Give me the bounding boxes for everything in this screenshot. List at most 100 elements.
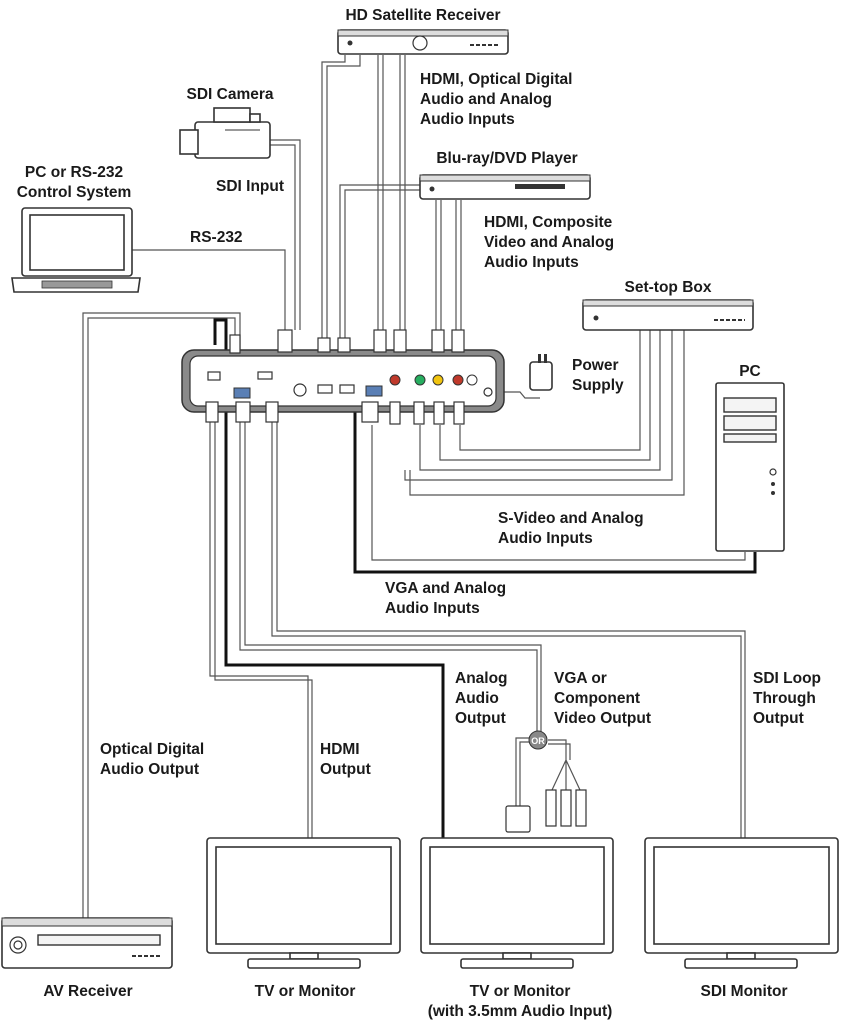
plug-bottom-1: [205, 401, 219, 423]
plug-bottom-5: [389, 401, 401, 425]
label-vga-inputs-2: Audio Inputs: [385, 600, 480, 617]
label-sdi-loop-2: Through: [753, 690, 816, 707]
wire-optical-1: [87, 317, 236, 918]
laptop-device: [11, 207, 141, 293]
label-tv-monitor-2-2: (with 3.5mm Audio Input): [428, 1003, 613, 1020]
label-tv-monitor-2-1: TV or Monitor: [470, 983, 571, 1000]
port-hdmi-out: [257, 371, 273, 380]
label-power-2: Supply: [572, 377, 624, 394]
port-rca-red-2: [452, 374, 464, 386]
label-sat-inputs-3: Audio Inputs: [420, 111, 515, 128]
wire-settop-1: [459, 330, 641, 451]
vga-plug-end: [505, 805, 531, 833]
label-hdmi-out-1: HDMI: [320, 741, 360, 758]
label-vga-component-out-2: Component: [554, 690, 640, 707]
label-svideo-2: Audio Inputs: [498, 530, 593, 547]
wire-power: [495, 391, 540, 399]
sdi-camera-device: [179, 107, 271, 159]
plug-top-5: [373, 329, 387, 353]
port-hdmi-in: [339, 384, 355, 394]
plug-top-8: [451, 329, 465, 353]
label-pc-rs232-1: PC or RS-232: [25, 164, 123, 181]
tv-monitor-1-device: [206, 837, 401, 969]
wiring: [82, 55, 757, 918]
wire-bluray-2: [339, 184, 420, 345]
wire-or-split-left: [515, 737, 530, 808]
plug-top-3: [317, 337, 331, 353]
label-optical-out-2: Audio Output: [100, 761, 199, 778]
wire-satellite-1: [321, 55, 346, 345]
satellite-receiver-device: [337, 29, 509, 55]
label-bluray-inputs-3: Audio Inputs: [484, 254, 579, 271]
port-sdi-1: [293, 383, 307, 397]
port-rs232: [317, 384, 333, 394]
component-plug-1: [545, 789, 557, 827]
av-receiver-device: [1, 917, 173, 969]
label-settop-box: Set-top Box: [625, 279, 712, 296]
port-vga-out: [233, 387, 251, 399]
component-plug-2: [560, 789, 572, 827]
label-pc: PC: [739, 363, 761, 380]
or-badge-label: OR: [531, 736, 545, 746]
plug-top-1: [229, 334, 241, 354]
label-power-1: Power: [572, 357, 619, 374]
wire-settop-2: [439, 330, 651, 461]
label-svideo-1: S-Video and Analog: [498, 510, 644, 527]
label-optical-out-1: Optical Digital: [100, 741, 204, 758]
label-sdi-monitor: SDI Monitor: [701, 983, 788, 1000]
plug-top-4: [337, 337, 351, 353]
label-analog-audio-out-3: Output: [455, 710, 506, 727]
port-rca-yellow: [432, 374, 444, 386]
label-rs232: RS-232: [190, 229, 243, 246]
wire-settop-4: [404, 330, 673, 481]
label-sat-inputs-2: Audio and Analog: [420, 91, 552, 108]
or-split-connector: OR: [505, 730, 587, 833]
wire-vga-out-1: [239, 420, 538, 732]
wire-pc-vga: [353, 405, 757, 574]
wire-sdi-camera: [268, 139, 301, 330]
plug-bottom-3: [265, 401, 279, 423]
power-adapter-device: [529, 354, 553, 391]
wire-or-split-right: [548, 739, 581, 791]
plug-bottom-4: [361, 401, 379, 423]
plug-bottom-6: [413, 401, 425, 425]
wire-or-split-left-2: [519, 741, 530, 808]
label-bluray-inputs-1: HDMI, Composite: [484, 214, 613, 231]
label-vga-component-out-3: Video Output: [554, 710, 651, 727]
settop-box-device: [582, 299, 754, 331]
switcher-unit: [181, 329, 505, 425]
wire-sdi-loop-out-2: [276, 420, 746, 838]
wire-settop-3: [419, 330, 661, 471]
wire-sdi-loop-out: [271, 420, 742, 838]
label-satellite-receiver: HD Satellite Receiver: [345, 7, 500, 24]
plug-top-7: [431, 329, 445, 353]
tv-monitor-2-device: [420, 837, 614, 969]
labels: HD Satellite Receiver HDMI, Optical Digi…: [17, 7, 821, 1020]
component-plug-3: [575, 789, 587, 827]
pc-tower-device: [715, 382, 785, 552]
wire-rs232: [130, 249, 286, 330]
label-bluray: Blu-ray/DVD Player: [436, 150, 577, 167]
label-hdmi-out-2: Output: [320, 761, 371, 778]
wire-or-split-right-2: [548, 743, 571, 760]
label-bluray-inputs-2: Video and Analog: [484, 234, 614, 251]
plug-top-2: [277, 329, 293, 353]
port-power: [483, 387, 493, 397]
wire-hdmi-out-1: [209, 420, 309, 838]
label-sat-inputs-1: HDMI, Optical Digital: [420, 71, 572, 88]
label-vga-inputs-1: VGA and Analog: [385, 580, 506, 597]
plug-bottom-8: [453, 401, 465, 425]
wire-hdmi-out-2: [214, 420, 313, 838]
label-sdi-loop-3: Output: [753, 710, 804, 727]
label-sdi-input: SDI Input: [216, 178, 284, 195]
label-vga-component-out-1: VGA or: [554, 670, 607, 687]
plug-bottom-2: [235, 401, 251, 423]
plug-bottom-7: [433, 401, 445, 425]
label-analog-audio-out-2: Audio: [455, 690, 499, 707]
bluray-device: [419, 174, 591, 200]
wire-pc-audio: [371, 425, 746, 561]
label-tv-monitor-1: TV or Monitor: [255, 983, 356, 1000]
wire-sdi-camera-2: [268, 144, 296, 330]
port-rca-red-1: [389, 374, 401, 386]
